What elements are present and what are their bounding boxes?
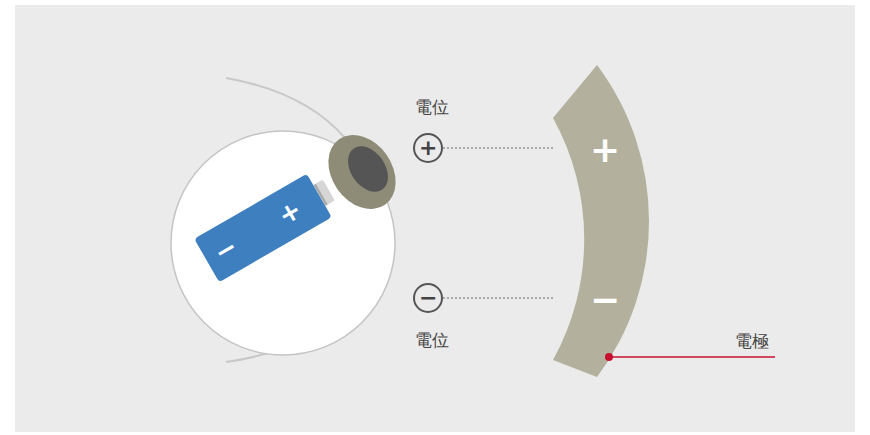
- node-text: 電位: [415, 332, 449, 349]
- node-text: −: [210, 233, 242, 266]
- node-text: −: [590, 282, 620, 318]
- electrode-band-shape: [553, 65, 649, 377]
- electrode-dot: [605, 353, 613, 361]
- panel-background: [15, 5, 855, 432]
- pupil: [340, 139, 397, 199]
- dashed-connector: [443, 148, 553, 149]
- dashed-connector: [443, 298, 553, 299]
- potential-circle: 電位+: [413, 133, 443, 163]
- node-text: −: [419, 287, 437, 309]
- potential-circle: −電位: [413, 283, 443, 313]
- part-label: 電極: [735, 333, 769, 350]
- electrode-band: +−: [553, 62, 660, 380]
- electrode-leader: [609, 356, 775, 358]
- node-text: +: [274, 196, 306, 229]
- node-text: +: [419, 137, 437, 159]
- node-text: 電位: [415, 99, 449, 116]
- node-text: +: [590, 132, 620, 168]
- cornea: [314, 122, 409, 222]
- upper-eyelid: [226, 78, 345, 138]
